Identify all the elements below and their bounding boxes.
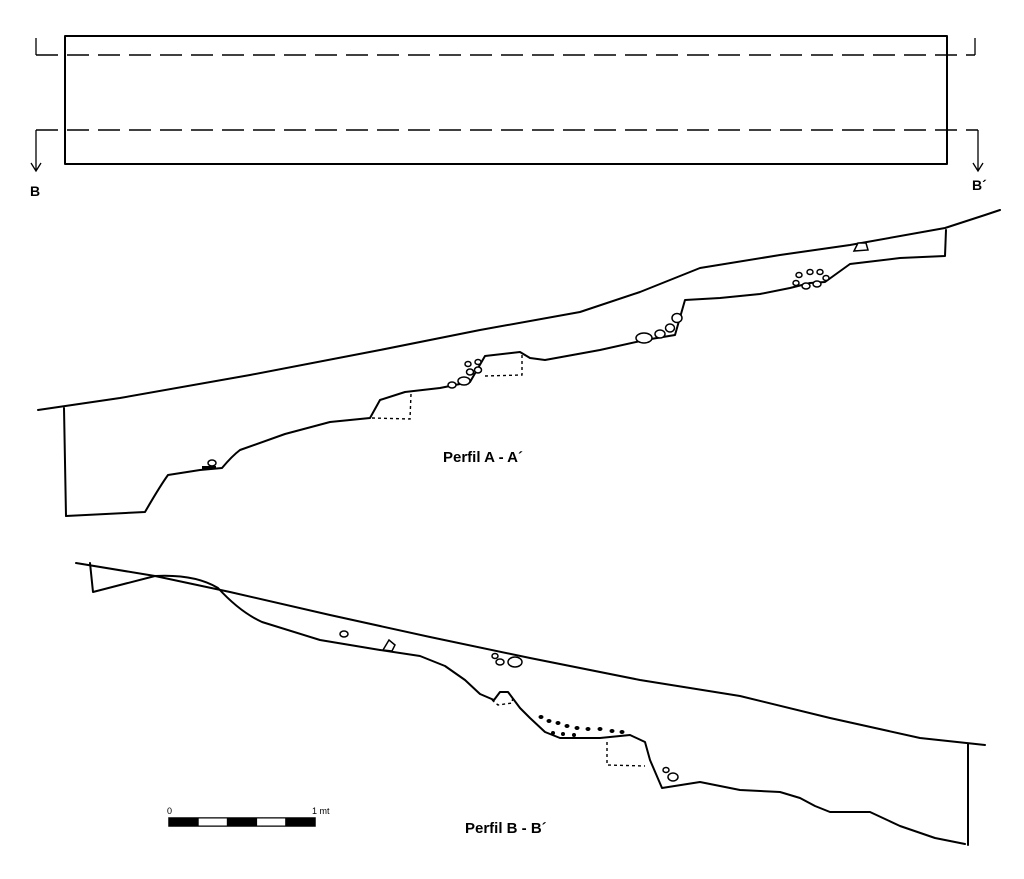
arrow-b-right <box>972 130 984 173</box>
profile-b-base-line <box>154 574 966 845</box>
profile-b-dotted-feature-2 <box>606 742 646 767</box>
profile-b-title: Perfil B - B´ <box>465 820 547 837</box>
profile-b-surface-line <box>75 562 986 746</box>
profile-a-title: Perfil A - A´ <box>443 449 523 466</box>
profile-b-stones <box>339 630 679 782</box>
scale-end-label: 1 mt <box>312 806 330 816</box>
profile-b: Perfil B - B´ <box>75 562 986 846</box>
profile-a-base-line <box>65 229 947 517</box>
scale-bar-segment <box>197 817 228 827</box>
profile-a-stones <box>202 242 869 469</box>
scale-bar-segment <box>285 817 316 827</box>
profile-a-dotted-feature-2 <box>484 354 523 377</box>
arrow-b-left <box>30 130 42 173</box>
profile-a-surface-line <box>37 209 1001 411</box>
scale-start-label: 0 <box>167 806 172 816</box>
label-b-prime: B´ <box>972 177 987 193</box>
label-b: B <box>30 183 40 199</box>
profile-a-dotted-feature-1 <box>371 393 412 420</box>
scale-bar: 0 1 mt <box>167 806 330 827</box>
scale-bar-segment <box>256 817 287 827</box>
profile-b-dotted-feature-1 <box>491 695 514 706</box>
profile-b-top-left-wedge <box>89 562 156 593</box>
plan-view: B B´ <box>30 35 987 199</box>
scale-bar-segment <box>226 817 258 827</box>
profile-a-left-wall <box>63 407 67 517</box>
trench-outline <box>64 35 948 165</box>
profile-a: Perfil A - A´ <box>37 209 1001 517</box>
scale-bar-segment <box>168 817 199 827</box>
